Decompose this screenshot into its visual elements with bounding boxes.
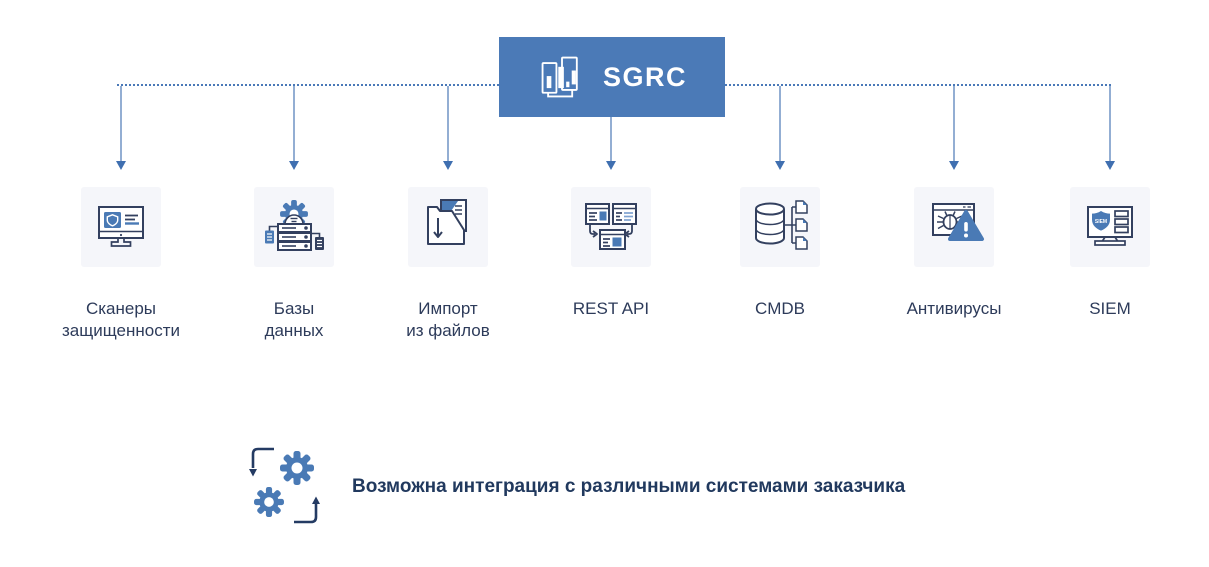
- tile-file-import: [408, 187, 488, 267]
- siem-shield-label: SIEM: [1095, 219, 1107, 225]
- connector-arrow: [774, 86, 786, 170]
- system-label-rest-api: REST API: [572, 299, 650, 318]
- integration-note: Возможна интеграция с различными система…: [352, 476, 906, 497]
- cmdb-database-files-icon: [755, 200, 808, 250]
- sgrc-header-box: SGRC: [499, 37, 725, 117]
- siem-monitor-shield-icon: SIEM: [1087, 206, 1133, 246]
- sgrc-bar-chart-logo-icon: [541, 56, 578, 98]
- antivirus-bug-warning-icon: [932, 203, 984, 241]
- system-label-databases: Базы данных: [264, 299, 324, 340]
- database-servers-gear-icon: [265, 200, 324, 251]
- connector-arrow: [1104, 86, 1116, 170]
- system-label-cmdb: CMDB: [754, 299, 806, 318]
- tile-siem: SIEM: [1070, 187, 1150, 267]
- connector-arrow: [605, 117, 617, 170]
- rest-api-windows-icon: [585, 203, 637, 250]
- connector-arrow: [948, 86, 960, 170]
- system-label-antivirus: Антивирусы: [906, 299, 1002, 318]
- connector-arrow: [115, 86, 127, 170]
- system-label-file-import: Импорт из файлов: [406, 299, 490, 340]
- tile-security-scanners: [81, 187, 161, 267]
- tile-databases: [254, 187, 334, 267]
- tile-antivirus: [914, 187, 994, 267]
- file-import-folder-icon: [427, 199, 467, 245]
- gears-sync-icon: [243, 440, 327, 537]
- security-scanner-monitor-icon: [98, 206, 144, 247]
- sgrc-title: SGRC: [602, 61, 687, 92]
- system-label-security-scanners: Сканеры защищенности: [62, 299, 180, 340]
- system-label-siem: SIEM: [1089, 299, 1131, 318]
- connector-arrow: [288, 86, 300, 170]
- tile-rest-api: [571, 187, 651, 267]
- connector-arrow: [442, 86, 454, 170]
- tile-cmdb: [740, 187, 820, 267]
